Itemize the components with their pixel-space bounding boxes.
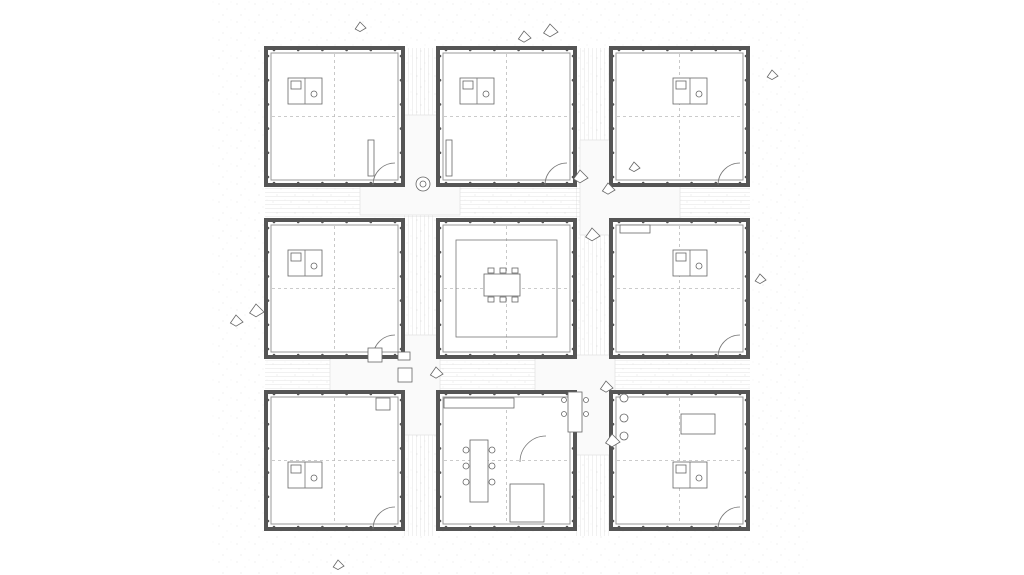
tree-symbol (229, 314, 244, 327)
tree-symbol (543, 23, 559, 38)
tree-symbol (332, 559, 345, 571)
room-module-m9 (609, 390, 750, 531)
tree-symbol (601, 182, 616, 195)
bench-group (367, 139, 651, 234)
room-module-m7 (264, 390, 405, 531)
trees (229, 21, 779, 571)
tree-symbol (573, 169, 589, 184)
tree-symbol (354, 21, 367, 33)
room-module-m2 (436, 46, 577, 187)
dining-table-group (462, 439, 496, 503)
room-module-m8 (436, 390, 577, 531)
tree-symbol (628, 161, 641, 173)
tree-symbol (599, 380, 614, 393)
tree-symbol (517, 30, 532, 43)
outdoor-table-group (561, 391, 629, 441)
tree-symbol (585, 227, 601, 242)
round-planter (415, 176, 431, 192)
lounge-chairs (367, 347, 413, 411)
room-module-m3 (609, 46, 750, 187)
tree-symbol (249, 303, 265, 318)
room-module-m1 (264, 46, 405, 187)
tree-symbol (766, 69, 779, 81)
central-table-group (483, 267, 521, 303)
room-module-m4 (264, 218, 405, 359)
room-module-m6 (609, 218, 750, 359)
tree-symbol (429, 366, 444, 379)
tree-symbol (754, 273, 767, 285)
tree-symbol (605, 433, 621, 448)
